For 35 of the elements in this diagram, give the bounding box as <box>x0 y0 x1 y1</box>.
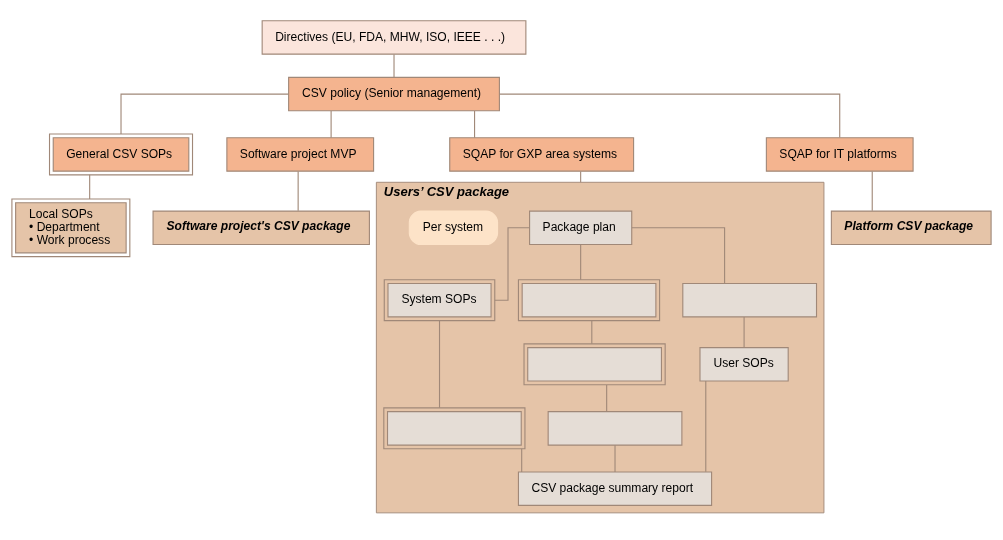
connector <box>297 170 299 211</box>
node-box <box>517 278 661 321</box>
connector <box>614 444 616 473</box>
connector <box>705 380 707 472</box>
connector <box>499 93 841 138</box>
node-box: Software project MVP <box>226 136 375 172</box>
node-box: CSV policy (Senior management) <box>288 76 500 111</box>
connector <box>474 109 476 138</box>
node-box <box>547 410 683 446</box>
connector <box>120 93 290 135</box>
node-box: User SOPs <box>699 346 789 382</box>
node-box: Per system <box>408 210 499 245</box>
connector <box>580 243 582 280</box>
node-box: SQAP for GXP area systems <box>449 136 635 172</box>
connector <box>580 170 582 183</box>
node-box: Local SOPs • Department • Work process <box>11 197 131 257</box>
connector <box>521 447 523 472</box>
connector <box>438 319 441 408</box>
connector <box>631 226 726 284</box>
connector <box>743 316 745 348</box>
node-box: Platform CSV package <box>830 210 992 245</box>
connector <box>606 383 608 412</box>
node-box: Package plan <box>529 210 633 245</box>
node-box: SQAP for IT platforms <box>765 136 914 172</box>
node-box: Directives (EU, FDA, MHW, ISO, IEEE . . .) <box>261 19 527 55</box>
node-box <box>682 282 818 317</box>
connector <box>591 319 593 344</box>
node-box: CSV package summary report <box>517 470 713 506</box>
connector <box>871 170 873 211</box>
node-box: System SOPs <box>383 278 496 321</box>
connector <box>330 109 332 138</box>
connector <box>393 53 395 78</box>
connector <box>494 226 530 301</box>
connector <box>89 173 91 199</box>
node-box: Software project's CSV package <box>152 210 370 245</box>
